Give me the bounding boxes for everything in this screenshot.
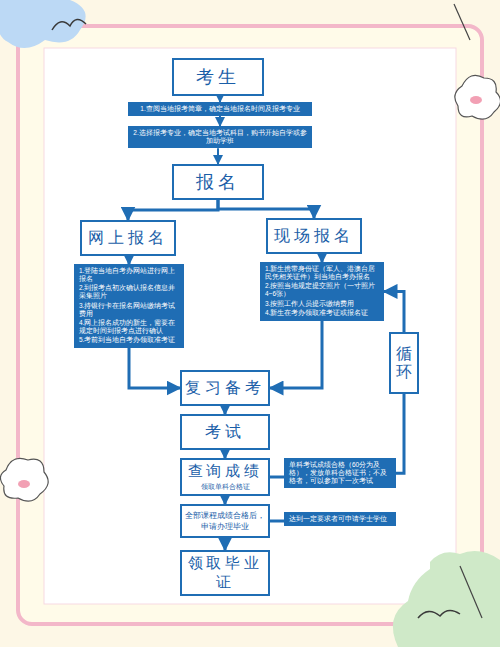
blush (470, 96, 482, 104)
flow-arrow (218, 200, 314, 218)
node-subtext: 4.新生在考办领取准考证或报名证 (265, 309, 379, 317)
node-label: 考试 (205, 422, 245, 443)
frame (18, 26, 482, 624)
node-subtext: 3.按照工作人员提示缴纳费用 (265, 300, 379, 308)
flow-arrow (270, 321, 322, 388)
flow-arrow (219, 116, 221, 126)
node-label: 循环 (396, 345, 412, 380)
flow-arrow (217, 148, 219, 164)
flow-arrow (224, 496, 227, 504)
node-label: 复习备考 (185, 378, 265, 399)
squiggle (418, 610, 460, 618)
flow-arrow (321, 254, 324, 262)
blush (18, 480, 30, 488)
squiggle (52, 19, 86, 30)
process-box: 复习备考 (180, 370, 270, 406)
panel (44, 48, 456, 604)
start-box: 考生 (172, 58, 264, 96)
flow-arrow (396, 394, 404, 473)
node-label: 1.新生携带身份证（军人、港澳台居民凭相关证件）到当地自考办报名 (265, 265, 379, 281)
loop-box: 循环 (389, 332, 419, 394)
node-subtext: 3.持银行卡在报名网站缴纳考试费用 (79, 302, 179, 318)
step-list: 1.登陆当地自考办网站进行网上报名2.到报考点初次确认报名信息并采集照片 3.持银… (74, 264, 184, 348)
cloud (0, 0, 86, 48)
process-box: 网上报名 (80, 220, 176, 256)
node-label: 考生 (196, 65, 241, 89)
flow-arrow (224, 406, 227, 414)
flow-arrow (128, 256, 131, 264)
flow-arrow (224, 450, 227, 458)
step-box: 1.查阅当地报考简章，确定当地报名时间及报考专业 (128, 102, 312, 116)
node-label: 1.登陆当地自考办网站进行网上报名 (79, 267, 179, 283)
node-label: 2.选择报考专业，确定当地考试科目，购书开始自学或参加助学班 (133, 129, 307, 145)
flow-arrow (128, 200, 218, 220)
end-box: 领取毕业证 (180, 550, 270, 596)
node-subtext: 5.考前到当地自考办领取准考证 (79, 336, 179, 344)
flow-arrow (129, 348, 180, 388)
node-subtext: 4.网上报名成功的新生，需要在规定时间到报考点进行确认 (79, 319, 179, 335)
node-label: 网上报名 (88, 228, 168, 249)
stroke-mark (454, 4, 470, 40)
step-list: 1.新生携带身份证（军人、港澳台居民凭相关证件）到当地自考办报名2.按照当地规定… (260, 262, 384, 321)
process-box: 现场报名 (266, 218, 362, 254)
cloud (393, 551, 500, 647)
node-label: 达到一定要求者可申请学士学位 (289, 515, 391, 523)
node-label: 单科考试成绩合格（60分为及格），发放单科合格证书；不及格者，可以参加下一次考试 (289, 461, 391, 485)
node-label: 查询成绩 (188, 462, 263, 481)
process-box: 查询成绩领取单科合格证 (180, 458, 270, 496)
process-box: 考试 (180, 414, 270, 450)
note-box: 单科考试成绩合格（60分为及格），发放单科合格证书；不及格者，可以参加下一次考试 (284, 458, 396, 488)
node-label: 1.查阅当地报考简章，确定当地报名时间及报考专业 (133, 105, 307, 113)
node-label: 领取毕业证 (185, 554, 265, 592)
node-label: 报名 (196, 170, 241, 194)
flow-arrow (270, 476, 284, 479)
step-box: 2.选择报考专业，确定当地考试科目，购书开始自学或参加助学班 (128, 126, 312, 148)
process-box: 全部课程成绩合格后，申请办理毕业 (180, 504, 270, 538)
node-subtext: 2.按照当地规定提交照片（一寸照片4~6张） (265, 282, 379, 298)
flow-arrow (384, 291, 404, 332)
node-subtext: 2.到报考点初次确认报名信息并采集照片 (79, 284, 179, 300)
flow-arrow (270, 520, 284, 523)
flow-arrow (224, 538, 227, 550)
node-subtext: 领取单科合格证 (201, 482, 250, 492)
node-label: 现场报名 (274, 226, 354, 247)
cloud-face (0, 458, 48, 501)
process-box: 报名 (172, 164, 264, 200)
note-box: 达到一定要求者可申请学士学位 (284, 512, 396, 526)
node-label: 全部课程成绩合格后，申请办理毕业 (185, 510, 265, 532)
stroke-mark (460, 566, 482, 618)
cloud-face (455, 75, 500, 119)
